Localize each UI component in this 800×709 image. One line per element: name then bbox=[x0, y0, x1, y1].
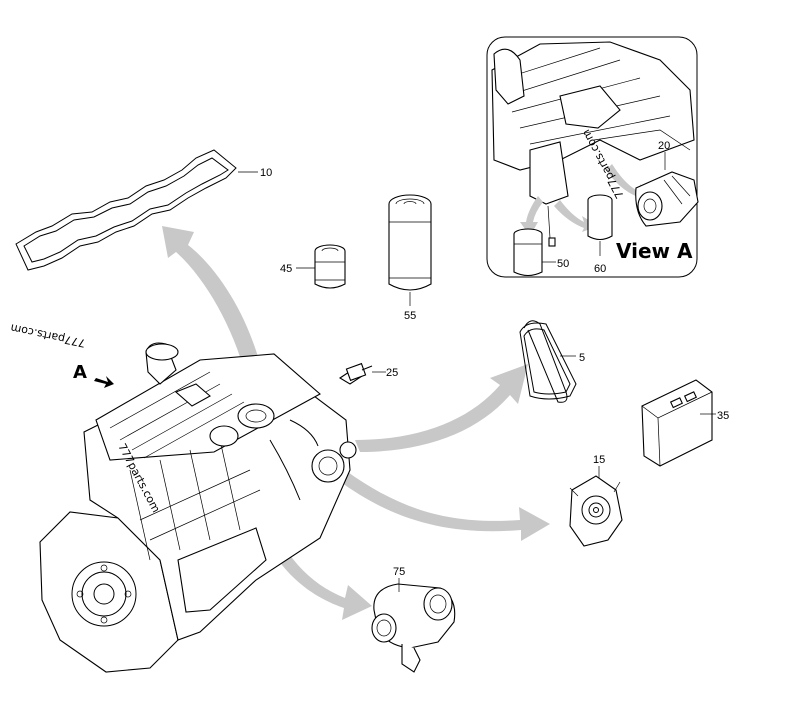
part-labels: 10 45 55 5 25 35 15 75 20 50 60 bbox=[260, 140, 729, 578]
label-60: 60 bbox=[594, 263, 606, 275]
view-marker-arrow bbox=[94, 376, 114, 388]
engine-assembly bbox=[39, 342, 357, 673]
engine-control-module bbox=[641, 379, 713, 467]
arrow-to-alternator bbox=[338, 470, 550, 541]
label-15: 15 bbox=[593, 454, 605, 466]
label-55: 55 bbox=[404, 310, 416, 322]
inset-title: View A bbox=[616, 239, 693, 263]
arrow-to-gasket bbox=[162, 226, 262, 376]
label-35: 35 bbox=[717, 410, 729, 422]
view-marker-letter: A bbox=[73, 362, 87, 383]
label-25: 25 bbox=[386, 367, 398, 379]
label-50: 50 bbox=[557, 258, 569, 270]
view-a-marker: A bbox=[73, 362, 114, 388]
label-45: 45 bbox=[280, 263, 292, 275]
label-75: 75 bbox=[393, 566, 405, 578]
valve-cover-gasket bbox=[15, 149, 237, 271]
oil-filter-small bbox=[314, 244, 346, 289]
turbocharger bbox=[371, 583, 456, 673]
label-5: 5 bbox=[579, 352, 585, 364]
watermark-left: 777parts.com bbox=[9, 321, 86, 350]
fuel-filter-large bbox=[388, 194, 432, 291]
alternator bbox=[569, 475, 623, 547]
sensor-plug bbox=[338, 362, 373, 385]
arrow-to-belt bbox=[355, 364, 528, 452]
label-20: 20 bbox=[658, 140, 670, 152]
inset-view-a bbox=[486, 36, 699, 278]
label-10: 10 bbox=[260, 167, 272, 179]
drive-belt bbox=[519, 320, 577, 403]
